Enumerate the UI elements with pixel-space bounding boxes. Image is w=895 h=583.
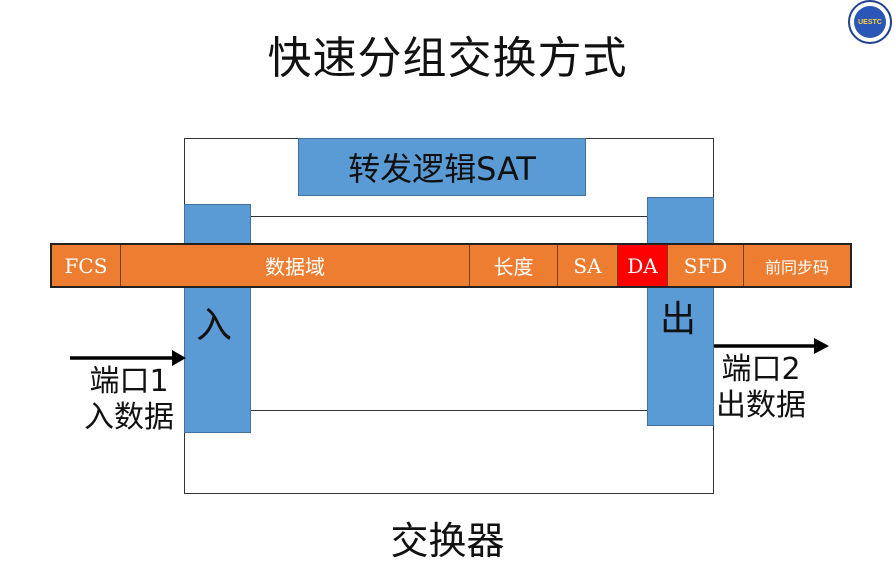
frame-field-fcs: FCS xyxy=(52,245,121,286)
output-port-block xyxy=(647,197,714,426)
logo-emblem: UESTC xyxy=(854,6,886,38)
port2-direction: 出数据 xyxy=(716,388,806,423)
input-port-block xyxy=(184,204,251,433)
lower-pipe-line xyxy=(250,410,648,411)
forwarding-logic-box: 转发逻辑SAT xyxy=(298,138,586,196)
logo-text: UESTC xyxy=(858,18,882,26)
frame-field-sfd: SFD xyxy=(668,245,744,286)
switch-box xyxy=(184,138,714,494)
university-logo: UESTC xyxy=(848,0,892,44)
port1-direction: 入数据 xyxy=(84,400,174,435)
frame-field-da: DA xyxy=(618,245,668,286)
port1-input-label: 端口1 入数据 xyxy=(84,364,174,436)
port2-name: 端口2 xyxy=(721,352,801,387)
page-title: 快速分组交换方式 xyxy=(267,33,628,84)
ethernet-frame-bar: FCS 数据域 长度 SA DA SFD 前同步码 xyxy=(50,243,852,288)
output-port-label: 出 xyxy=(660,299,697,340)
input-port-label: 入 xyxy=(196,305,233,346)
input-arrow-icon xyxy=(70,350,186,366)
frame-field-preamble: 前同步码 xyxy=(764,257,829,277)
switch-caption: 交换器 xyxy=(390,519,505,563)
upper-pipe-line xyxy=(250,216,648,217)
frame-field-length: 长度 xyxy=(470,245,558,286)
frame-field-data: 数据域 xyxy=(121,245,470,286)
frame-field-sa: SA xyxy=(558,245,618,286)
output-arrow-icon xyxy=(714,338,829,354)
port1-name: 端口1 xyxy=(89,364,169,399)
port2-output-label: 端口2 出数据 xyxy=(716,352,806,424)
